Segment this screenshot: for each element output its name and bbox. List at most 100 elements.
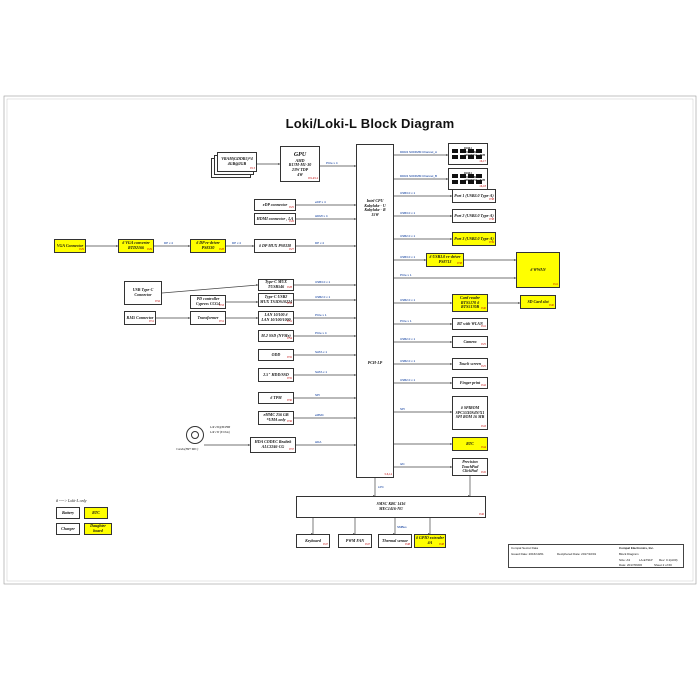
dimm-b-ref: 16,18 bbox=[479, 184, 486, 189]
usb-port-1[interactable]: Port 1 (USB3.0 Type-A)P38 bbox=[452, 189, 496, 203]
diagram-title: Loki/Loki-L Block Diagram bbox=[285, 116, 455, 131]
vga-bus-arrow bbox=[116, 245, 118, 247]
tb-deciphered: Deciphered Date: 2017/10/01 bbox=[557, 552, 597, 556]
legend-rtc: RTC bbox=[84, 507, 108, 519]
touchpad-bus-label: I2C bbox=[400, 462, 406, 466]
redriver-bus-arrow bbox=[424, 259, 426, 261]
camera-bus-arrow bbox=[450, 341, 452, 343]
usb-port-2[interactable]: Port 2 (USB3.0 Type-A)P38 bbox=[452, 209, 496, 223]
edp-bus-arrow bbox=[354, 204, 356, 206]
vram-line-2: 4GB@2GB bbox=[227, 161, 247, 166]
typec-bus-arrow bbox=[354, 284, 356, 286]
page-border bbox=[3, 95, 697, 585]
port2-bus-arrow bbox=[450, 215, 452, 217]
hdd-bus-label: SATA x 1 bbox=[315, 370, 327, 374]
edp-bus-label: eDP x 4 bbox=[315, 200, 326, 204]
hda-bus-arrow bbox=[354, 444, 356, 446]
odd-bus-arrow bbox=[354, 354, 356, 356]
lan-bus-arrow bbox=[354, 317, 356, 319]
bt-bus-label: PCIe x 1 bbox=[400, 319, 412, 323]
wwan-pcie-bus-arrow bbox=[514, 277, 516, 279]
vga-conv-bus-arrow bbox=[188, 245, 190, 247]
tpm-bus-arrow bbox=[354, 397, 356, 399]
hdmi-bus-arrow bbox=[354, 218, 356, 220]
gpu-block[interactable]: GPU AMD R17M-M1-30 23W TDP 4W P.9-P.14 bbox=[280, 146, 320, 182]
tb-doc: Block Diagram bbox=[619, 552, 639, 556]
tb-date: Date: 2017/09/06 bbox=[619, 563, 643, 567]
dp-redriver-bus-arrow bbox=[252, 245, 254, 247]
ddr4-b-bus-label: DDR4 SODIMM Channel_B bbox=[400, 174, 437, 178]
tpm-bus-label: SPI bbox=[315, 393, 320, 397]
cpu-ref: 3-6,14 bbox=[384, 472, 392, 477]
m2-ssd[interactable]: M.2 SSD (NVMe)P34 bbox=[258, 330, 294, 342]
tb-security: Compal Secret Data bbox=[511, 546, 539, 550]
dimm-a-chips bbox=[452, 149, 482, 159]
ddr4-a-bus-label: DDR4 SODIMM Channel_A bbox=[400, 150, 437, 154]
tb-company: Compal Electronics, Inc. bbox=[619, 546, 654, 550]
gpu-line-3: 23W TDP bbox=[291, 167, 309, 172]
usb-port-3[interactable]: Port 3 (USB2.0 Type-A)P39 bbox=[452, 232, 496, 246]
tb-issued: Issued Date: 2016/10/01 bbox=[511, 552, 544, 556]
typec-usb2-bus-arrow bbox=[354, 299, 356, 301]
lan-bus-label: PCIe x 1 bbox=[315, 313, 327, 317]
vram-line-1: VRAM(GDDR5)*4 bbox=[221, 156, 253, 162]
inner-border bbox=[6, 98, 694, 582]
cpu-block[interactable]: Intel CPU Kabylake - U Kabylake - R 15W … bbox=[356, 144, 394, 478]
tb-rev: Rev: 0.1(A00) bbox=[659, 558, 678, 562]
spi-bus-label: SPI bbox=[400, 407, 405, 411]
finger-bus-label: USB2.0 x 1 bbox=[400, 378, 416, 382]
port2-bus-label: USB3.0 x 1 bbox=[400, 211, 416, 215]
speaker-inner-icon bbox=[191, 431, 199, 439]
combo-jack-label: Combo(HP+MIC) bbox=[176, 447, 199, 451]
touch-bus-arrow bbox=[450, 363, 452, 365]
bt-bus-arrow bbox=[450, 323, 452, 325]
cpu-line-1: Intel CPU bbox=[366, 198, 384, 203]
gpu-title: GPU bbox=[293, 151, 307, 158]
gpu-line-4: 4W bbox=[297, 171, 303, 177]
tb-sheet: Sheet 2 of 60 bbox=[654, 563, 672, 567]
vram-block[interactable]: VRAM(GDDR5)*4 4GB@2GB P13 bbox=[217, 152, 257, 172]
vga-conv-bus-label: DP x 4 bbox=[164, 241, 173, 245]
vram-bus-arrow bbox=[278, 163, 280, 165]
pd-bus-arrow bbox=[256, 301, 258, 303]
port3-bus-arrow bbox=[450, 238, 452, 240]
hda-bus-label: HDA bbox=[315, 440, 321, 444]
gpu-pcie-bus-arrow bbox=[354, 165, 356, 167]
